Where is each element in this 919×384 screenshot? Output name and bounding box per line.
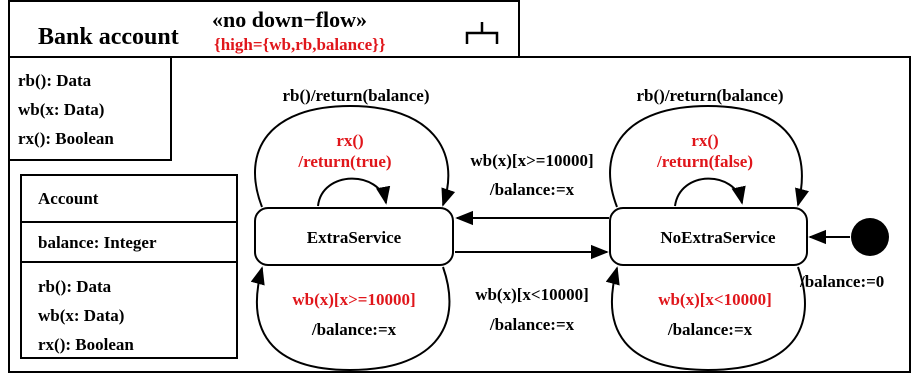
constraint-label: {high={wb,rb,balance}} <box>214 35 386 54</box>
right-inner-label-1: rx() <box>691 131 718 150</box>
middle-top-label-2: /balance:=x <box>489 180 575 199</box>
class-operation-1: rb(): Data <box>38 277 112 296</box>
right-inner-label-2: /return(false) <box>656 152 753 171</box>
right-outer-loop <box>609 104 809 208</box>
state-extraservice <box>254 207 454 266</box>
left-inner-label-2: /return(true) <box>297 152 391 171</box>
right-bottom-label-2: /balance:=x <box>667 320 753 339</box>
left-outer-label: rb()/return(balance) <box>283 86 430 105</box>
left-bottom-label-2: /balance:=x <box>311 320 397 339</box>
interface-line-2: wb(x: Data) <box>18 100 104 119</box>
class-operation-3: rx(): Boolean <box>38 335 134 354</box>
class-box <box>20 174 238 359</box>
middle-bottom-label-1: wb(x)[x<10000] <box>475 285 589 304</box>
class-attribute: balance: Integer <box>38 233 157 252</box>
fork-icon <box>465 22 499 44</box>
middle-top-label-1: wb(x)[x>=10000] <box>470 151 593 170</box>
middle-bottom-label-2: /balance:=x <box>489 315 575 334</box>
right-bottom-label-1: wb(x)[x<10000] <box>658 290 772 309</box>
left-inner-label-1: rx() <box>336 131 363 150</box>
left-bottom-loop <box>250 266 451 372</box>
class-operation-2: wb(x: Data) <box>38 306 124 325</box>
initial-state-dot <box>851 218 889 256</box>
interface-line-1: rb(): Data <box>18 71 92 90</box>
right-inner-loop <box>674 177 746 207</box>
package-tab <box>8 0 520 58</box>
package-title: Bank account <box>38 24 179 50</box>
initial-transition-label: /balance:=0 <box>799 272 884 291</box>
state-extraservice-label: ExtraService <box>307 228 402 247</box>
state-noextraservice <box>609 207 808 266</box>
interface-line-3: rx(): Boolean <box>18 129 114 148</box>
state-noextraservice-label: NoExtraService <box>660 228 776 247</box>
stereotype-label: «no down−flow» <box>212 7 367 32</box>
right-outer-label: rb()/return(balance) <box>637 86 784 105</box>
left-outer-loop <box>254 104 456 208</box>
right-bottom-loop <box>605 266 806 372</box>
class-name: Account <box>38 189 99 208</box>
left-inner-loop <box>317 177 391 207</box>
interface-box <box>8 56 172 161</box>
left-bottom-label-1: wb(x)[x>=10000] <box>292 290 415 309</box>
